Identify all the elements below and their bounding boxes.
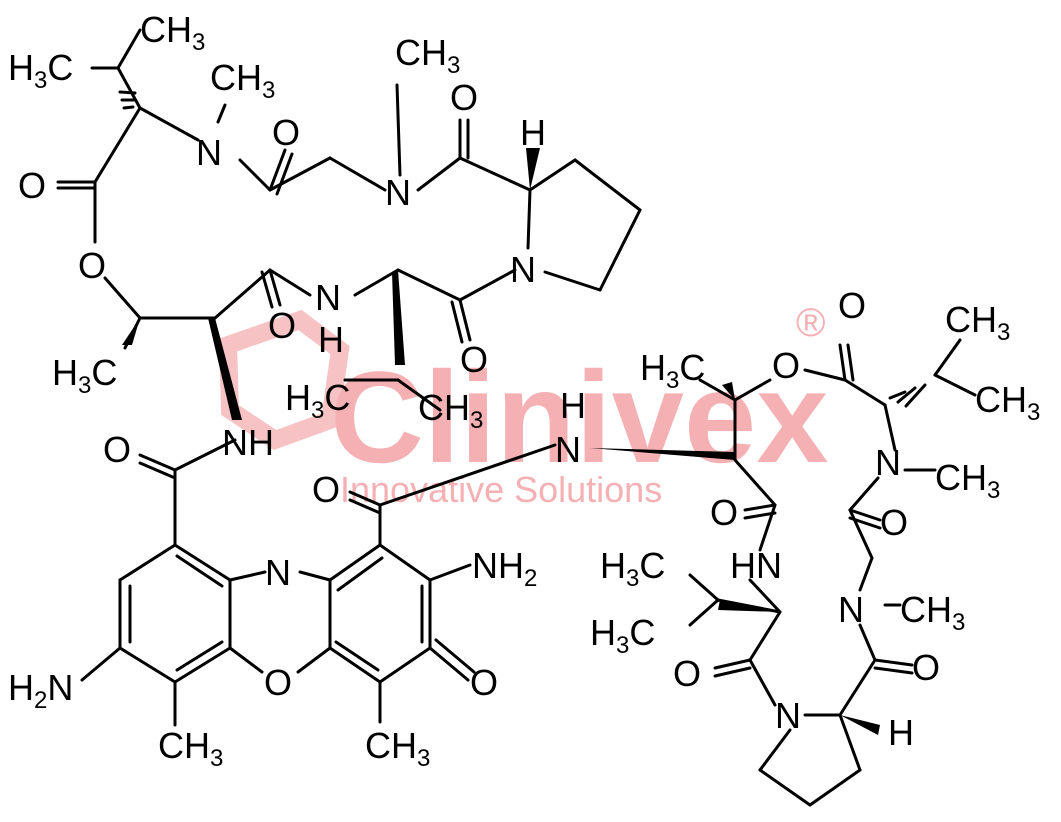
amine-label: NH2: [472, 545, 537, 592]
hash-bond: [888, 383, 927, 408]
methyl-label: CH3: [945, 299, 1010, 346]
nitrogen-label: N: [838, 589, 864, 630]
wedge-bond: [722, 382, 735, 400]
oxygen-label: O: [710, 492, 738, 533]
oxygen-label: O: [450, 77, 478, 118]
methyl-label: CH3: [158, 725, 223, 772]
methyl-label: H3C: [8, 47, 73, 94]
wedge-bond: [840, 715, 880, 735]
hash-bond: [118, 90, 137, 110]
methyl-label: CH3: [900, 589, 965, 636]
oxygen-label: O: [78, 245, 106, 286]
methyl-label: CH3: [935, 457, 1000, 504]
nitrogen-label: N: [196, 132, 222, 173]
methyl-label: CH3: [365, 725, 430, 772]
nitrogen-label: N: [510, 249, 536, 290]
bonds: [56, 28, 977, 807]
oxygen-label: O: [880, 502, 908, 543]
oxygen-label: O: [470, 662, 498, 703]
nitrogen-label: N: [385, 172, 411, 213]
methyl-label: CH3: [418, 387, 483, 434]
watermark-tagline: Innovative Solutions: [340, 469, 662, 510]
watermark: Clinivex ® Innovative Solutions: [218, 301, 829, 510]
methyl-label: H3C: [285, 377, 350, 424]
hydrogen-label: H: [318, 319, 344, 360]
nitrogen-label: N: [265, 552, 291, 593]
oxygen-label: O: [18, 165, 46, 206]
amide-nh-label: NH: [222, 422, 274, 463]
oxygen-label: O: [772, 345, 800, 386]
amide-nh-label: N: [315, 277, 341, 318]
methyl-label: CH3: [395, 32, 460, 79]
oxygen-label: O: [272, 112, 300, 153]
methyl-label: CH3: [975, 379, 1040, 426]
oxygen-label: O: [264, 662, 292, 703]
methyl-label: H3C: [52, 352, 117, 399]
oxygen-label: O: [268, 305, 296, 346]
methyl-label: H3C: [600, 545, 665, 592]
oxygen-label: O: [673, 653, 701, 694]
wedge-bond: [208, 318, 242, 420]
hydrogen-label: H: [888, 712, 914, 753]
methyl-label: CH3: [140, 9, 205, 56]
watermark-registered-mark: ®: [796, 301, 825, 345]
nitrogen-label: N: [775, 695, 801, 736]
methyl-label: H3C: [640, 347, 705, 394]
wedge-bond: [718, 600, 780, 612]
wedge-bond: [392, 270, 405, 365]
watermark-brand: Clinivex: [330, 344, 829, 490]
oxygen-label: O: [312, 469, 340, 510]
nitrogen-label: N: [875, 442, 901, 483]
amine-label: H2N: [8, 667, 73, 714]
wedge-bond: [122, 318, 140, 345]
methyl-label: H3C: [590, 612, 655, 659]
hydrogen-label: H: [520, 112, 546, 153]
wedge-bond: [590, 448, 735, 460]
oxygen-label: O: [103, 429, 131, 470]
wedge-bond: [526, 148, 540, 190]
oxygen-label: O: [912, 647, 940, 688]
stereo-bonds: [118, 90, 927, 735]
oxygen-label: O: [460, 339, 488, 380]
atom-labels: CH3 H3C CH3 N O O O CH3 O N H N O N H O …: [8, 9, 1040, 772]
methyl-label: CH3: [210, 57, 275, 104]
oxygen-label: O: [838, 285, 866, 326]
hydrogen-label: H: [560, 385, 586, 426]
nitrogen-label: N: [555, 429, 581, 470]
amide-hn-label: HN: [730, 545, 782, 586]
